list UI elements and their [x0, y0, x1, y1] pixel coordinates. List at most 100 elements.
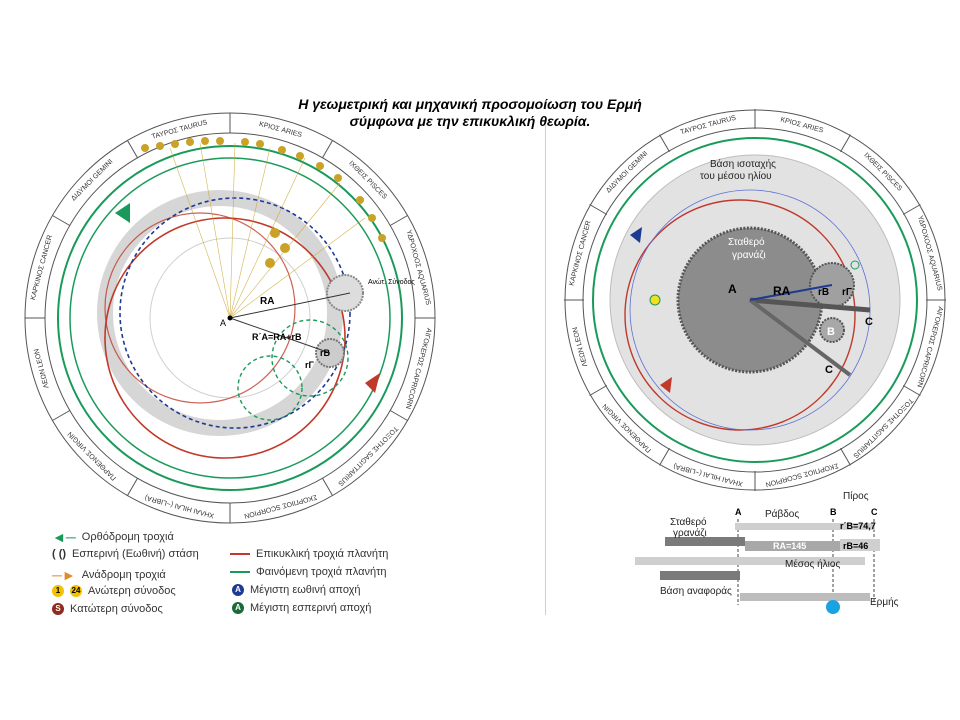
zodiac-label: ΤΟΞΟΤΗΣ SAGITTARIUS — [336, 424, 399, 487]
left-radius-label: RA — [260, 296, 274, 307]
zodiac-label: ΣΚΟΡΠΙΟΣ SCORPION — [243, 493, 317, 519]
right-gear-small — [819, 317, 845, 343]
legend-label: Επικυκλική τροχιά πλανήτη — [256, 548, 389, 560]
right-rod-2 — [748, 298, 852, 377]
parenthesis-icon: ( () — [52, 548, 67, 560]
legend-max-evening: A Μέγιστη εσπερινή αποχή — [232, 602, 371, 614]
left-red-arrow — [365, 373, 380, 393]
left-ano-label: Ανώτ. Σύνοδος — [368, 278, 415, 286]
mech-rb-value: rB=46 — [843, 541, 868, 551]
right-blue-arrow — [630, 227, 642, 243]
right-rb-label: rB — [818, 287, 829, 298]
green-line-icon — [230, 571, 250, 573]
right-rod — [749, 297, 871, 313]
mech-fixed-gear-label-2: γρανάζι — [673, 527, 707, 539]
zodiac-divider — [52, 215, 71, 226]
title-line-1: Η γεωμετρική και μηχανική προσομοίωση το… — [298, 96, 642, 112]
left-radius-line — [229, 292, 351, 319]
left-red-epicycle-2 — [104, 212, 296, 404]
legend-apparent: Φαινόμενη τροχιά πλανήτη — [230, 566, 387, 578]
right-fixed-gear-label-2: γρανάζι — [732, 249, 766, 261]
legend-label: Φαινόμενη τροχιά πλανήτη — [256, 566, 387, 578]
page-title: Η γεωμετρική και μηχανική προσομοίωση το… — [290, 96, 650, 130]
left-radius2-label: R΄A=RA+rB — [252, 332, 302, 342]
right-rg-label: rΓ — [842, 287, 852, 298]
legend-label: Μέγιστη εσπερινή αποχή — [250, 602, 372, 614]
zodiac-divider — [322, 477, 333, 496]
right-green-dot-1 — [649, 294, 661, 306]
mech-sun-bar — [635, 557, 865, 565]
left-radius-line-2 — [229, 317, 331, 354]
right-red-arrow — [660, 377, 672, 393]
legend-station: ( () Εσπερινή (Εωθινή) στάση — [52, 548, 199, 560]
mech-gear-bar-3 — [840, 539, 880, 551]
left-rg-label: rΓ — [305, 360, 315, 370]
legend-label: Ανάδρομη τροχιά — [81, 569, 166, 581]
zodiac-label: ΠΑΡΘΕΝΟΣ VIRGIN — [602, 402, 653, 453]
zodiac-label: ΠΑΡΘΕΝΟΣ VIRGIN — [67, 430, 118, 481]
mech-gear-bar-2 — [745, 541, 840, 551]
mech-fixed-gear-label: Σταθερό — [670, 516, 707, 528]
legend-lower-conj: S Κατώτερη σύνοδος — [52, 603, 163, 615]
right-c1-label: C — [865, 316, 873, 328]
left-green-arrow — [115, 203, 130, 223]
zodiac-label: ΚΡΙΟΣ ARIES — [780, 116, 825, 134]
zodiac-label: ΚΑΡΚΙΝΟΣ CANCER — [30, 234, 54, 300]
left-center-label: A — [220, 318, 226, 328]
left-green-dashed-1 — [271, 319, 349, 397]
zodiac-divider — [589, 204, 608, 215]
left-gear-upper — [326, 274, 364, 312]
mech-ermis-label: Ερμής — [870, 596, 899, 608]
orange-arrow-icon: ─► — [52, 567, 76, 583]
legend-label: Εσπερινή (Εωθινή) στάση — [72, 548, 199, 560]
mechanism-schematic: Πίρος A B C Σταθερό γρανάζι Ράβδος r΄B=7… — [635, 490, 899, 614]
legend-label: Ορθόδρομη τροχιά — [81, 531, 174, 543]
mech-ermis-dot — [826, 600, 840, 614]
left-green-dashed-2 — [237, 355, 303, 421]
legend-retrograde: ─► Ανάδρομη τροχιά — [52, 567, 166, 583]
zodiac-divider — [127, 140, 138, 159]
zodiac-divider — [389, 410, 408, 421]
left-center-point — [227, 315, 233, 321]
zodiac-divider — [840, 447, 851, 466]
green-a-icon: A — [232, 602, 244, 614]
zodiac-divider — [659, 134, 670, 153]
right-isotachy-label: Βάση ισοταχής — [710, 158, 776, 170]
right-green-dot-2 — [850, 260, 860, 270]
mech-b-label: B — [830, 507, 837, 517]
legend-label: Ανώτερη σύνοδος — [88, 585, 176, 597]
zodiac-label: ΥΔΡΟΧΟΟΣ AQUARIUS — [405, 229, 432, 306]
legend-epicycle: Επικυκλική τροχιά πλανήτη — [230, 548, 388, 560]
left-green-orbit-outer — [57, 145, 403, 491]
mech-base-bar — [660, 571, 740, 580]
yellow-dot-icon: 1 — [52, 585, 64, 597]
zodiac-label: ΚΑΡΚΙΝΟΣ CANCER — [568, 220, 592, 286]
left-blue-dashed — [119, 197, 351, 429]
right-isotachy-label-2: του μέσου ηλίου — [700, 170, 772, 182]
divider — [545, 125, 546, 615]
zodiac-label: ΤΑΥΡΟΣ TAURUS — [151, 119, 208, 141]
mech-vasi-label: Βάση αναφοράς — [660, 585, 732, 597]
mech-piros-label: Πίρος — [843, 490, 869, 502]
zodiac-divider — [902, 204, 921, 215]
mech-rabdos-label: Ράβδος — [765, 508, 799, 520]
title-line-2: σύμφωνα με την επικυκλική θεωρία. — [349, 113, 591, 129]
legend-label: Μέγιστη εωθινή αποχή — [250, 584, 361, 596]
zodiac-divider — [322, 140, 333, 159]
blue-a-icon: A — [232, 584, 244, 596]
right-fixed-gear-label: Σταθερό — [728, 236, 765, 248]
zodiac-divider — [52, 410, 71, 421]
left-gold-dots — [141, 137, 386, 268]
left-rb-label: rB — [320, 348, 331, 358]
mech-c-label: C — [871, 507, 878, 517]
mech-gear-bar-1 — [665, 537, 745, 546]
mech-lower-bar — [740, 593, 870, 601]
zodiac-divider — [659, 447, 670, 466]
left-green-orbit-inner — [69, 157, 391, 479]
right-radius-line — [749, 284, 833, 301]
legend-prograde: ◄─ Ορθόδρομη τροχιά — [52, 529, 174, 545]
zodiac-divider — [589, 385, 608, 396]
zodiac-divider — [127, 477, 138, 496]
